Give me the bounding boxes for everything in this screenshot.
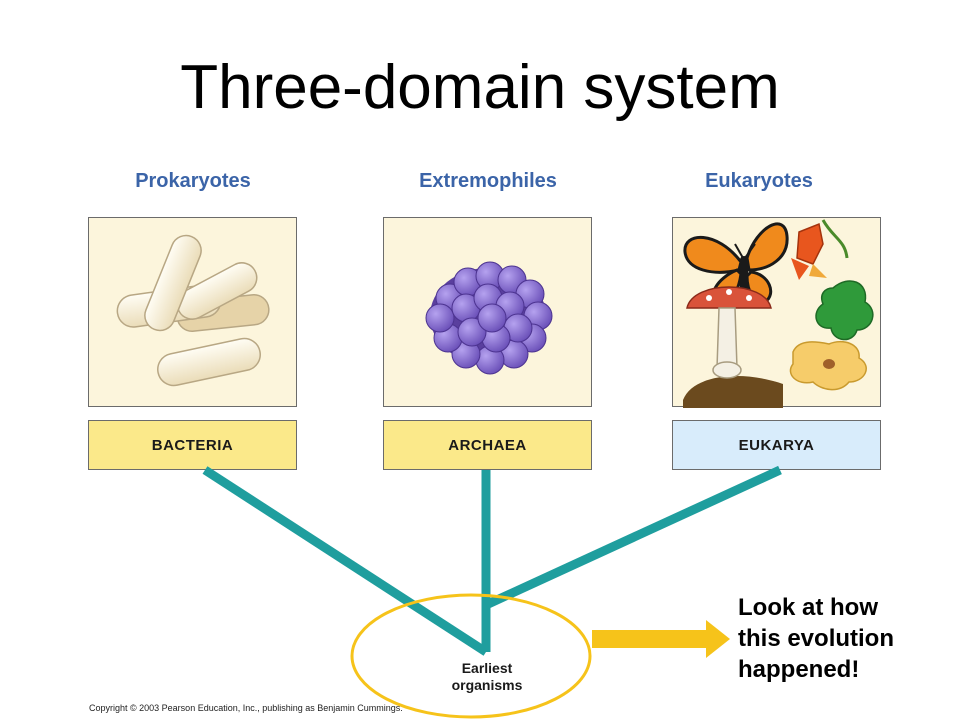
arrow-icon	[592, 620, 730, 658]
flower-icon	[791, 219, 874, 341]
callout-note: Look at how this evolution happened!	[738, 592, 938, 685]
note-line-2: this evolution	[738, 625, 894, 652]
note-line-1: Look at how	[738, 594, 878, 621]
amoeba-icon	[789, 340, 867, 391]
bacteria-panel	[88, 217, 297, 407]
domain-archaea: ARCHAEA	[383, 420, 592, 470]
copyright-text: Copyright © 2003 Pearson Education, Inc.…	[89, 703, 403, 713]
archaea-cluster-illustration	[425, 261, 553, 375]
branch-bacteria	[202, 466, 489, 656]
earliest-organisms-circle	[350, 593, 592, 719]
page-title: Three-domain system	[180, 53, 780, 122]
note-line-3: happened!	[738, 656, 860, 683]
branch-eukarya	[484, 465, 782, 610]
label-prokaryotes: Prokaryotes	[135, 170, 251, 192]
eukarya-illustration	[683, 219, 874, 408]
butterfly-icon	[683, 222, 789, 305]
root-label: Earliest organisms	[432, 660, 542, 694]
mushroom-icon	[683, 286, 783, 408]
eukarya-panel	[672, 217, 881, 408]
domain-bacteria: BACTERIA	[88, 420, 297, 470]
root-label-line-1: Earliest	[461, 660, 513, 676]
label-eukaryotes: Eukaryotes	[705, 170, 813, 192]
root-label-line-2: organisms	[451, 677, 523, 693]
label-extremophiles: Extremophiles	[419, 170, 557, 192]
bacteria-rods-illustration	[116, 234, 270, 387]
archaea-panel	[383, 217, 592, 407]
